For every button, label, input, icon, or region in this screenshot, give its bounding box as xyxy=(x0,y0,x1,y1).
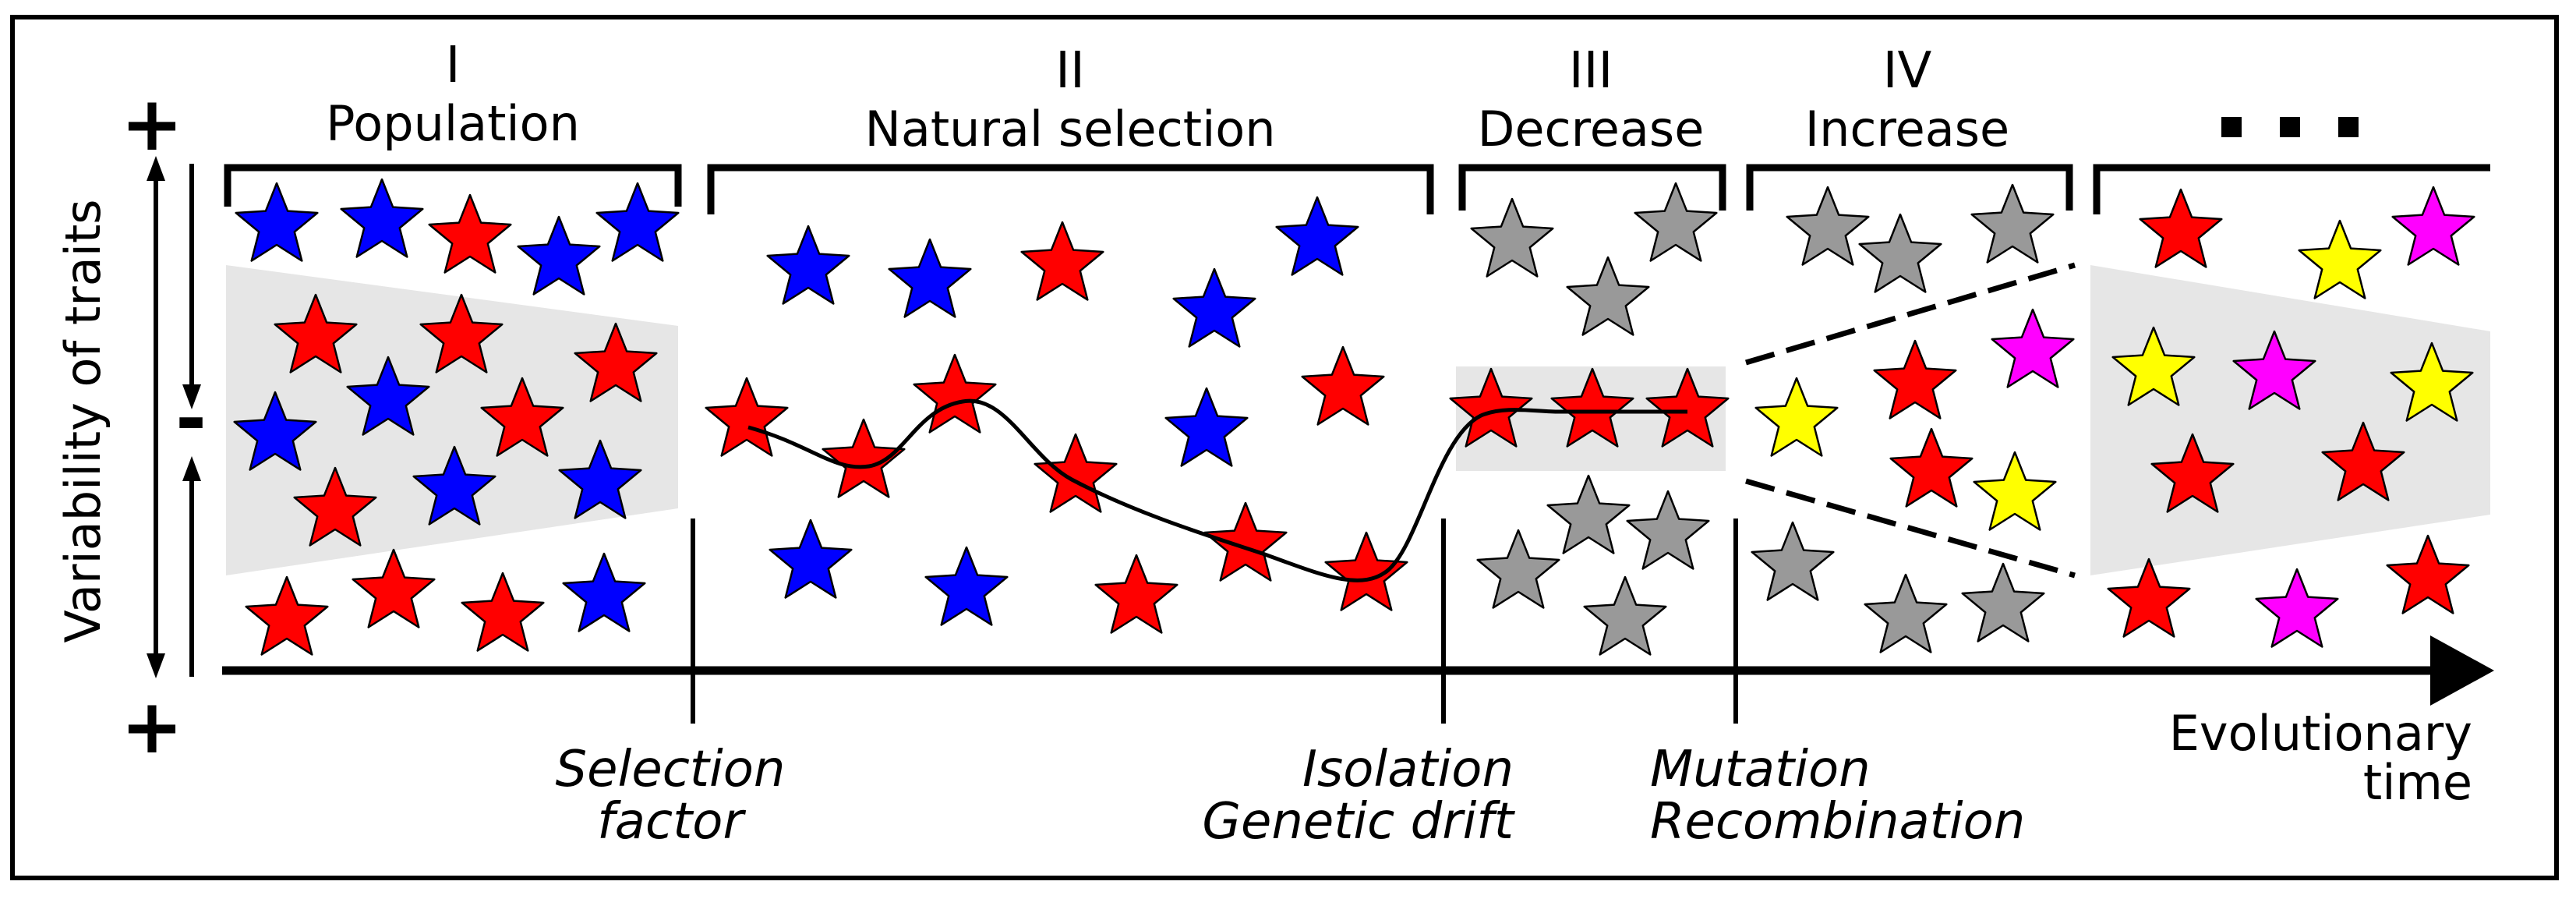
star-blue xyxy=(769,519,853,599)
star-red xyxy=(1301,345,1385,426)
ellipsis-dot-3 xyxy=(2338,117,2359,137)
stage-3-numeral: III xyxy=(1569,42,1613,100)
transition-2-line1: Isolation xyxy=(1302,741,1514,798)
transition-3-line2: Recombination xyxy=(1650,793,2025,851)
star-red xyxy=(1094,554,1178,634)
stars-stage-4 xyxy=(1751,183,2075,653)
stage-2-label: Natural selection xyxy=(864,101,1275,158)
star-gray xyxy=(1858,213,1942,293)
star-red xyxy=(352,548,436,628)
transition-1-line1: Selection xyxy=(556,741,786,798)
star-magenta xyxy=(2255,568,2339,648)
star-blue xyxy=(1164,387,1249,467)
star-red xyxy=(1873,339,1957,419)
star-gray xyxy=(1626,490,1710,570)
y-axis-bottom-sign: + xyxy=(121,683,183,770)
star-gray xyxy=(1751,521,1835,601)
star-red xyxy=(2386,534,2470,614)
stage-bracket-1 xyxy=(224,164,682,207)
expansion-line-lower xyxy=(1745,478,2076,579)
star-gray xyxy=(1634,182,1718,262)
star-gray xyxy=(1786,186,1870,266)
variability-band-stage-5 xyxy=(2090,265,2490,575)
star-red xyxy=(1034,433,1118,513)
transition-1-line2: factor xyxy=(597,793,746,851)
star-blue xyxy=(595,182,680,262)
ellipsis-dot-1 xyxy=(2221,117,2242,137)
star-red xyxy=(2139,188,2223,268)
star-gray xyxy=(1583,575,1667,656)
stage-bracket-5 xyxy=(2093,164,2490,214)
star-blue xyxy=(235,182,319,262)
star-yellow xyxy=(2298,219,2382,299)
transition-3-line1: Mutation xyxy=(1650,741,1871,798)
star-blue xyxy=(340,178,424,258)
star-blue xyxy=(1275,196,1359,276)
stage-4-label: Increase xyxy=(1805,101,2009,158)
star-gray xyxy=(1566,256,1650,336)
stage-1-numeral: I xyxy=(446,37,461,94)
transition-2-line2: Genetic drift xyxy=(1202,793,1516,851)
star-blue xyxy=(1172,267,1256,348)
star-blue xyxy=(562,552,646,632)
expansion-line-upper xyxy=(1745,262,2076,366)
star-blue xyxy=(766,225,850,305)
y-axis-label: Variability of traits xyxy=(55,199,111,642)
star-red xyxy=(1324,531,1408,611)
stage-1-label: Population xyxy=(326,95,580,152)
ellipsis-dot-2 xyxy=(2280,117,2300,137)
y-axis-arrows xyxy=(147,156,201,678)
star-blue xyxy=(924,546,1009,626)
star-gray xyxy=(1970,183,2055,264)
time-axis-label-line1: Evolutionary xyxy=(2169,705,2472,762)
star-red xyxy=(245,575,329,656)
stage-bracket-4 xyxy=(1746,164,2073,211)
star-red xyxy=(1020,221,1104,301)
star-blue xyxy=(888,238,972,318)
star-red xyxy=(1203,501,1288,582)
star-red xyxy=(822,418,906,498)
selection-curve xyxy=(747,398,1687,582)
star-red xyxy=(428,193,512,274)
star-blue xyxy=(517,215,601,296)
stars-stage-3 xyxy=(1449,182,1730,656)
time-axis-label-line2: time xyxy=(2363,754,2472,811)
star-gray xyxy=(1476,529,1560,609)
star-yellow xyxy=(1754,377,1839,457)
star-red xyxy=(1889,427,1974,508)
star-gray xyxy=(1961,562,2045,642)
star-red xyxy=(705,377,789,457)
time-axis xyxy=(222,635,2494,706)
star-gray xyxy=(1546,474,1631,554)
stage-bracket-2 xyxy=(707,164,1434,214)
stage-4-numeral: IV xyxy=(1883,42,1932,100)
stage-3-label: Decrease xyxy=(1478,101,1705,158)
star-yellow xyxy=(1973,451,2057,531)
star-magenta xyxy=(1991,308,2075,388)
stage-2-numeral: II xyxy=(1055,42,1085,100)
star-gray xyxy=(1470,197,1554,278)
star-red xyxy=(461,572,545,652)
star-magenta xyxy=(2391,186,2475,266)
star-gray xyxy=(1864,573,1948,653)
stage-bracket-3 xyxy=(1458,164,1726,211)
y-axis-top-sign: + xyxy=(121,80,183,168)
